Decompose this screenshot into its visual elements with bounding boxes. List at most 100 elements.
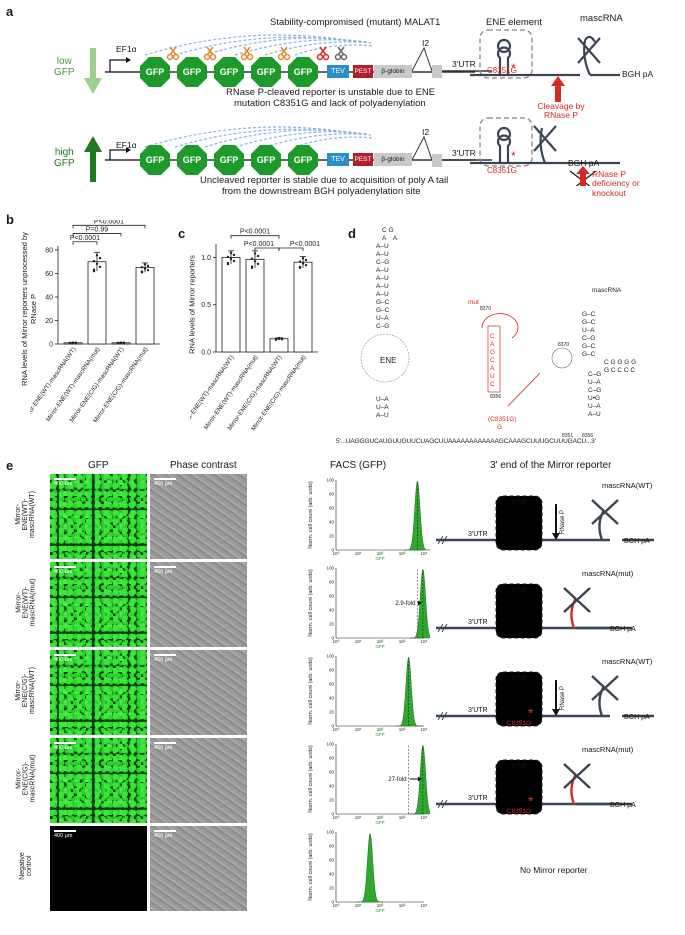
data-point [143, 263, 147, 266]
data-point [250, 265, 254, 268]
svg-text:U–A: U–A [376, 315, 389, 322]
cleavage-arrow-icon [551, 76, 565, 102]
data-point [98, 265, 102, 269]
phase-image-4: 400 µm [150, 738, 247, 823]
x-tick-label: 10³ [399, 903, 406, 908]
phase-image-5: 400 µm [150, 826, 247, 911]
deficiency-label: RNase P deficiency or knockout [592, 169, 640, 198]
x-tick-label: 10³ [399, 815, 406, 820]
mascrna-label: mascRNA(mut) [582, 745, 634, 754]
svg-text:8356: 8356 [582, 433, 593, 439]
ene-label: ENE [512, 585, 527, 594]
x-axis-label: GFP [375, 644, 384, 648]
svg-text:C: C [490, 333, 495, 340]
data-point [95, 262, 99, 266]
data-point [256, 254, 260, 258]
col-end-header: 3' end of the Mirror reporter [490, 460, 612, 471]
data-point [68, 341, 72, 345]
y-tick-label: 0 [331, 812, 334, 817]
pest-block-bottom: PEST [353, 153, 373, 166]
ene-label: ENE [512, 761, 527, 770]
data-point [119, 341, 123, 345]
break-mark [437, 799, 448, 809]
mutation-asterisk: * [528, 705, 534, 721]
data-point [301, 257, 305, 260]
fold-arrowhead [417, 776, 422, 782]
x-tick-label: 10² [377, 727, 384, 732]
y-tick-label: 1.0 [201, 255, 211, 262]
y-tick-label: 60 [329, 858, 335, 863]
gfp-block-4: GFP [251, 57, 281, 87]
svg-text:8370: 8370 [558, 342, 569, 348]
svg-text:A: A [490, 365, 495, 372]
x-tick-label: 10⁴ [421, 815, 428, 820]
x-tick-label: 10¹ [355, 639, 362, 644]
bghpa-label: BGH pA [610, 626, 636, 633]
svg-text:G–C: G–C [582, 343, 596, 350]
svg-text:mut: mut [468, 299, 479, 306]
svg-text:U–A: U–A [376, 396, 389, 403]
i2-label-top: I2 [422, 38, 430, 48]
mascrna-cloverleaf [591, 675, 619, 701]
gfp-block-b3: GFP [214, 145, 244, 175]
x-tick-label: 10⁴ [421, 639, 428, 644]
gfp-block-b5: GFP [288, 145, 318, 175]
scissors-icons-top [166, 46, 348, 61]
y-tick-label: 100 [326, 566, 334, 571]
svg-text:8351: 8351 [562, 433, 573, 439]
y-tick-label: 80 [45, 248, 53, 255]
y-tick-label: 60 [329, 682, 335, 687]
svg-text:G–C: G–C [582, 351, 596, 358]
p-value: P<0.0001 [244, 241, 274, 248]
mascrna-label-top: mascRNA [580, 13, 623, 24]
svg-text:A: A [490, 341, 495, 348]
ene-mascrna-bottom: * [470, 117, 620, 186]
x-tick-label: 10² [377, 551, 384, 556]
mascrna-label: mascRNA(WT) [602, 481, 653, 490]
ene-type-label: C8351G [507, 720, 531, 727]
data-point [232, 259, 236, 263]
rnasep-arrowhead [552, 533, 560, 540]
y-tick-label: 40 [329, 784, 335, 789]
bghpa-label-bottom: BGH pA [568, 158, 600, 168]
data-point [146, 268, 150, 272]
pest-block-top: PEST [353, 65, 373, 78]
panel-d-label: d [348, 226, 356, 241]
x-tick-label: 10³ [399, 727, 406, 732]
svg-text:A–U: A–U [376, 251, 389, 258]
fold-arrowhead [417, 600, 422, 606]
data-point [95, 254, 99, 257]
y-tick-label: 0.5 [201, 302, 211, 309]
svg-text:A–U: A–U [376, 291, 389, 298]
data-point [232, 253, 236, 257]
data-point [71, 341, 75, 345]
x-tick-label: 10⁴ [421, 727, 428, 732]
ef1a-label-top: EF1α [116, 44, 137, 54]
gfp-block-b1: GFP [140, 145, 170, 175]
data-point [250, 257, 254, 260]
histogram-peak [395, 656, 422, 727]
mascrna-cloverleaf [591, 499, 619, 525]
data-point [92, 268, 96, 271]
gfp-block-3: GFP [214, 57, 244, 87]
svg-text:A–U: A–U [588, 411, 601, 418]
row-label-3: Mirror-ENE(C/G)-mascRNA(WT) [15, 666, 37, 714]
ene-label: ENE [512, 497, 527, 506]
svg-text:G C C C C: G C C C C [604, 367, 635, 374]
ene-box [495, 583, 543, 639]
data-point [253, 260, 257, 263]
p-value: P<0.0001 [94, 220, 124, 225]
significance-bracket [254, 247, 280, 251]
data-point [304, 258, 308, 262]
mutation-asterisk: * [528, 793, 534, 809]
rnasep-label: RNase P [560, 686, 566, 710]
x-tick-label: 10² [377, 903, 384, 908]
svg-text:C: C [490, 357, 495, 364]
x-axis-label: GFP [375, 820, 384, 824]
data-point [92, 259, 96, 263]
y-axis-label: Norm. cell count (arb. units) [308, 745, 314, 813]
y-tick-label: 40 [329, 696, 335, 701]
